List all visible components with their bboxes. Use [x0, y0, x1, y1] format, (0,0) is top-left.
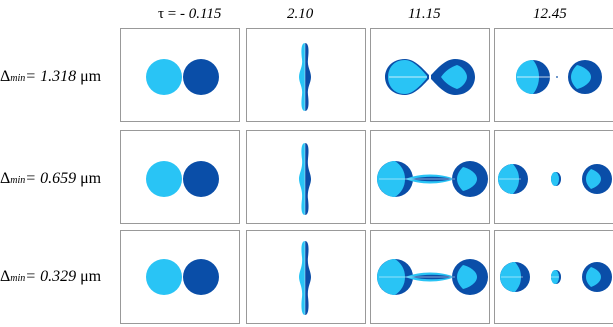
panel-r3-c1: [120, 230, 240, 324]
delta-symbol: Δ: [0, 170, 11, 187]
column-header-1: τ = - 0.115: [158, 6, 221, 23]
column-header-2: 2.10: [287, 6, 313, 23]
droplet-pair-stretched: [299, 43, 311, 111]
panel-r2-c1: [120, 130, 240, 224]
droplet-pair-separated: [516, 60, 602, 94]
light-satellite: [551, 172, 559, 186]
droplet-pair-necking: [385, 59, 475, 95]
droplet-pair-separate: [146, 59, 219, 95]
tau-label: τ =: [158, 6, 180, 22]
light-droplet-right: [586, 267, 601, 287]
row-1-value: = 1.318: [25, 68, 77, 85]
satellite-droplet: [556, 76, 558, 78]
panel-r1-c4: [494, 28, 613, 122]
column-header-1-value: - 0.115: [180, 6, 222, 22]
droplet-pair-separated: [500, 262, 612, 292]
light-droplet: [146, 161, 182, 197]
droplet-pair-thread: [377, 161, 488, 197]
delta-subscript: min: [10, 73, 26, 84]
panel-r1-c3: [370, 28, 490, 122]
column-header-4-value: 12.45: [533, 6, 567, 22]
column-header-3: 11.15: [408, 6, 441, 23]
dark-droplet: [305, 43, 311, 111]
droplet-pair-stretched: [299, 241, 311, 315]
droplet-pair-separate: [146, 161, 219, 197]
panel-r1-c1: [120, 28, 240, 122]
light-droplet-right: [586, 169, 601, 189]
column-header-2-value: 2.10: [287, 6, 314, 22]
dark-droplet: [183, 259, 219, 295]
light-lobe-right: [441, 65, 467, 89]
droplet-pair-separate: [146, 259, 219, 295]
light-droplet: [299, 143, 305, 215]
column-header-3-value: 11.15: [408, 6, 441, 22]
panel-r3-c4: [494, 230, 613, 324]
light-droplet: [299, 43, 305, 111]
droplet-pair-stretched: [299, 143, 311, 215]
droplet-pair-separated: [498, 164, 612, 194]
dark-droplet: [183, 161, 219, 197]
panel-r3-c2: [246, 230, 366, 324]
panel-r3-c3: [370, 230, 490, 324]
panel-r2-c3: [370, 130, 490, 224]
light-droplet-right: [457, 167, 477, 191]
light-droplet-right: [457, 265, 477, 289]
row-3-unit: μm: [80, 268, 102, 285]
row-3-value: = 0.329: [25, 268, 77, 285]
delta-subscript: min: [10, 175, 26, 186]
light-droplet: [299, 241, 305, 315]
light-droplet: [146, 259, 182, 295]
panel-r2-c2: [246, 130, 366, 224]
column-header-4: 12.45: [533, 6, 567, 23]
light-droplet-right: [571, 65, 591, 89]
droplet-pair-thread: [377, 259, 488, 295]
row-2-unit: μm: [80, 170, 102, 187]
row-1-unit: μm: [80, 68, 102, 85]
delta-symbol: Δ: [0, 268, 11, 285]
delta-symbol: Δ: [0, 68, 11, 85]
delta-subscript: min: [10, 273, 26, 284]
panel-r2-c4: [494, 130, 613, 224]
row-2-value: = 0.659: [25, 170, 77, 187]
dark-droplet: [305, 143, 311, 215]
panel-r1-c2: [246, 28, 366, 122]
light-droplet: [146, 59, 182, 95]
dark-droplet: [183, 59, 219, 95]
dark-droplet: [305, 241, 311, 315]
